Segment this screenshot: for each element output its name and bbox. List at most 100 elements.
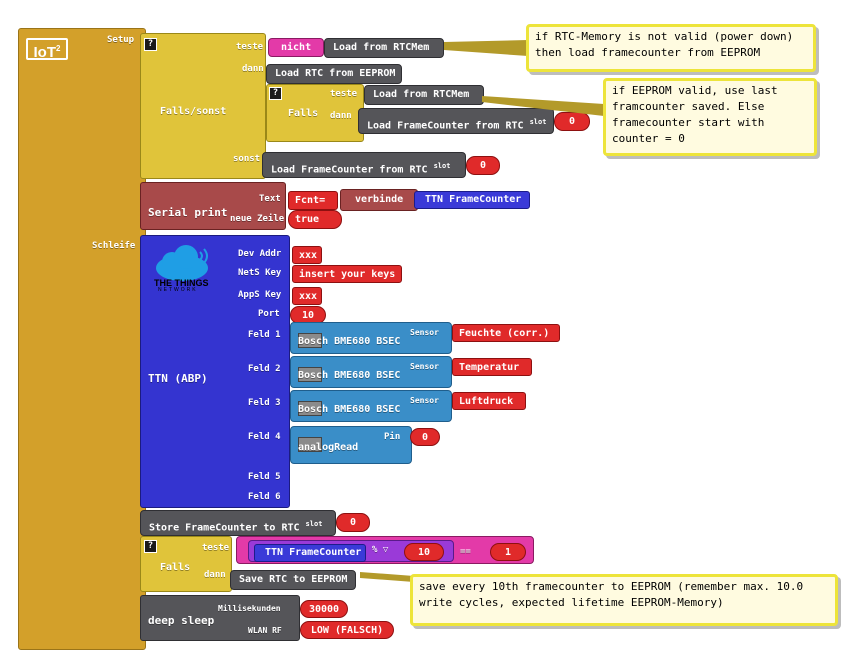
sensor-icon-3 [298,398,324,417]
if2-ttn-framecounter[interactable]: TTN FrameCounter [254,544,366,562]
dev-addr-label: Dev Addr [238,249,282,259]
sensor-value-2[interactable]: Temperatur [452,358,532,376]
deep-sleep-block[interactable] [140,595,300,641]
sonst-load-fc-rtc-label: Load FrameCounter from RTC [271,164,428,176]
mod-value[interactable]: 10 [404,543,444,561]
newline-value[interactable]: true [288,210,342,229]
logo-text: IoT [33,44,57,61]
help-icon-if2[interactable]: ? [144,540,157,553]
connector-note2 [482,96,604,116]
load-rtcmem-block[interactable]: Load from RTCMem [324,38,444,58]
slot-value-sonst[interactable]: 0 [466,156,500,175]
logo-sup: 2 [56,44,61,53]
load-fc-rtc-label: Load FrameCounter from RTC [367,120,524,132]
pin-label: Pin [384,432,401,442]
serial-print-block[interactable] [140,182,286,230]
loop-label: Schleife [92,241,136,251]
verbinde-label: verbinde [355,194,404,205]
eq-operator[interactable]: == [460,547,471,557]
sensor-value-3[interactable]: Luftdruck [452,392,526,410]
sensor-icon-2 [298,364,324,383]
inner-dann-label: dann [330,111,352,121]
sensor-value-1[interactable]: Feuchte (corr.) [452,324,560,342]
store-slot-label: slot [305,520,323,528]
feld6-label: Feld 6 [248,492,281,502]
feld1-label: Feld 1 [248,330,281,340]
pin-value[interactable]: 0 [410,428,440,446]
wlan-value[interactable]: LOW (FALSCH) [300,621,394,639]
mod-operator[interactable]: % ▽ [372,545,388,555]
bosch-label-3: Bosch BME680 BSEC [298,404,401,415]
sonst-load-fc-rtc-block[interactable]: Load FrameCounter from RTC slot [262,152,466,178]
ttn-framecounter-var[interactable]: TTN FrameCounter [414,191,530,209]
store-fc-rtc-block[interactable]: Store FrameCounter to RTC slot [140,510,336,536]
ttn-logo-sub: NETWORK [158,287,198,293]
sensor-label-2: Sensor [410,362,439,371]
slot-label: slot [529,118,547,126]
if2-teste-label: teste [202,543,230,553]
ifelse-label: Falls/sonst [160,106,227,117]
apps-key-value[interactable]: xxx [292,287,322,305]
help-icon-inner[interactable]: ? [269,87,282,100]
ms-value[interactable]: 30000 [300,600,348,618]
feld3-label: Feld 3 [248,398,281,408]
iot-logo: IoT2 [26,38,68,61]
ttn-abp-block[interactable] [140,235,290,508]
nets-key-label: NetS Key [238,268,282,278]
save-rtc-eeprom-block[interactable]: Save RTC to EEPROM [230,570,356,590]
sensor-label-1: Sensor [410,328,439,337]
help-icon[interactable]: ? [144,38,157,51]
serial-print-label: Serial print [148,206,228,219]
ms-label: Millisekunden [218,604,281,613]
feld4-label: Feld 4 [248,432,281,442]
dev-addr-value[interactable]: xxx [292,246,322,264]
if2-falls-label: Falls [160,562,191,573]
teste-label: teste [236,42,264,52]
wlan-label: WLAN RF [248,626,282,635]
nicht-label: nicht [281,42,312,53]
comment-note-3[interactable]: save every 10th framecounter to EEPROM (… [410,574,838,626]
slot-value-inner[interactable]: 0 [554,112,590,131]
comment-note-1[interactable]: if RTC-Memory is not valid (power down) … [526,24,816,72]
port-label: Port [258,309,280,319]
dann-label: dann [242,64,264,74]
mod-op-text: % [372,545,378,555]
inner-load-rtcmem-block[interactable]: Load from RTCMem [364,85,484,105]
store-fc-label: Store FrameCounter to RTC [149,522,300,534]
newline-label: neue Zeile [230,214,285,224]
sonst-label: sonst [233,154,261,164]
feld2-label: Feld 2 [248,364,281,374]
load-fc-rtc-block[interactable]: Load FrameCounter from RTC slot [358,108,554,134]
eq-value[interactable]: 1 [490,543,526,561]
analogread-label: analogRead [298,442,359,453]
ttn-logo-text: THE THINGS [154,278,209,288]
store-slot-value[interactable]: 0 [336,513,370,532]
connector-note3 [360,572,414,582]
fcnt-text[interactable]: Fcnt= [288,191,338,210]
slot-label-sonst: slot [433,162,451,170]
ttn-abp-label: TTN (ABP) [148,372,208,385]
if-else-block[interactable] [140,33,266,179]
ttn-logo: THE THINGS NETWORK [150,242,214,296]
comment-note-2[interactable]: if EEPROM valid, use last framcounter sa… [603,78,817,156]
inner-teste-label: teste [330,89,358,99]
main-block[interactable] [18,28,146,650]
nets-key-value[interactable]: insert your keys [292,265,402,283]
ttn-cloud-icon [156,245,208,281]
load-rtc-eeprom-block[interactable]: Load RTC from EEPROM [266,64,402,84]
analog-icon [298,434,324,453]
text-label: Text [259,194,281,204]
apps-key-label: AppS Key [238,290,282,300]
inner-falls-label: Falls [288,108,319,119]
sensor-label-3: Sensor [410,396,439,405]
inner-if-block[interactable] [266,84,364,142]
setup-label: Setup [107,35,135,45]
nicht-block[interactable]: nicht [268,38,324,57]
dropdown-arrow-icon[interactable]: ▽ [382,545,389,555]
bosch-label-1: Bosch BME680 BSEC [298,336,401,347]
bosch-label-2: Bosch BME680 BSEC [298,370,401,381]
sensor-icon-1 [298,330,324,349]
feld5-label: Feld 5 [248,472,281,482]
if2-dann-label: dann [204,570,226,580]
